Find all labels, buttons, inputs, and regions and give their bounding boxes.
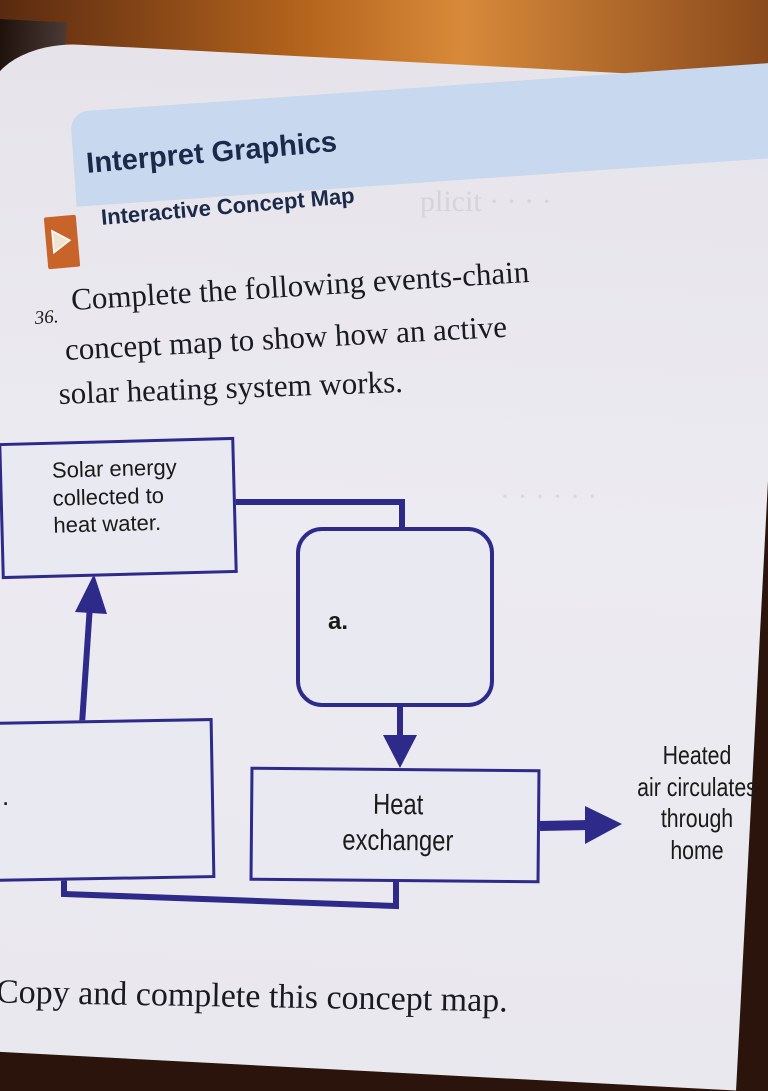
heated-air-line-2: air circulates — [637, 771, 757, 802]
box-exchanger-line-2: exchanger — [342, 824, 454, 858]
box-left-blank[interactable] — [0, 718, 216, 882]
box-solar-energy: Solar energy collected to heat water. — [0, 436, 238, 580]
heated-air-line-4: home — [670, 835, 724, 866]
connector-exchanger-to-left-box — [61, 872, 399, 910]
box-left-label: . — [2, 781, 10, 811]
heated-air-line-3: through — [660, 803, 734, 834]
heated-air-label: Heated air circulates through home — [636, 740, 759, 867]
box-heat-exchanger: Heat exchanger — [249, 766, 541, 884]
box-exchanger-line-1: Heat — [372, 788, 424, 822]
concept-map-connectors — [61, 499, 622, 910]
box-solar-line-2: collected to — [52, 482, 165, 511]
show-through-text: · · · · · · — [500, 480, 598, 513]
heated-air-line-1: Heated — [662, 740, 732, 770]
box-a-label: a. — [328, 608, 349, 635]
arrowhead-to-solar — [75, 574, 107, 614]
connector-solar-to-a — [232, 499, 405, 528]
box-a-blank[interactable]: a. — [296, 527, 494, 707]
connector-exchanger-to-air — [539, 820, 591, 831]
arrowhead-to-air — [585, 806, 622, 844]
arrowhead-to-exchanger — [383, 735, 417, 768]
show-through-text: plicit · · · · — [420, 185, 552, 218]
box-solar-line-3: heat water. — [53, 509, 162, 538]
play-icon[interactable] — [43, 214, 81, 270]
connector-left-to-solar — [79, 604, 93, 725]
box-solar-line-1: Solar energy — [51, 454, 178, 483]
